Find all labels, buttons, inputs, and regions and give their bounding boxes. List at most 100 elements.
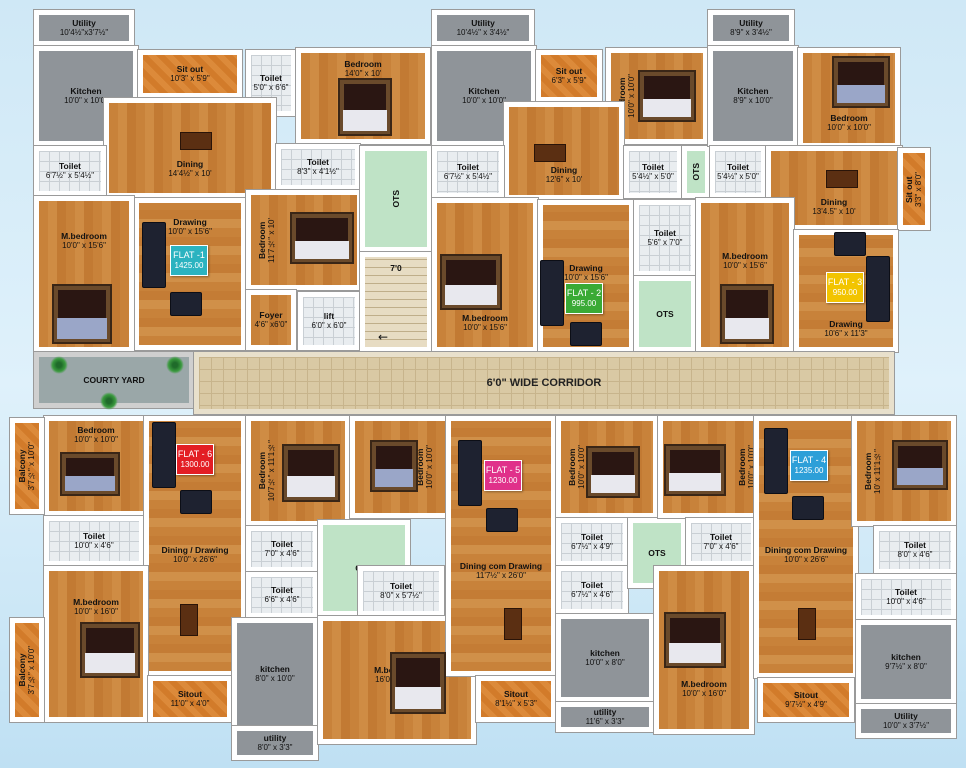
room-name: Foyer [259, 310, 283, 320]
room-dim: 7'0" x 4'6" [264, 549, 300, 558]
dining-table-icon [504, 608, 522, 640]
stair-width: 7'0 [390, 263, 402, 273]
toilet-flat5-a: Toilet 8'0" x 5'7½" [358, 566, 444, 616]
toilet-flat2-c: Toilet 5'6" x 7'0" [634, 200, 696, 276]
room-dim: 10'6" x 11'3" [824, 329, 868, 338]
room-name: Bedroom [737, 448, 747, 486]
room-dim: 10'4½" x 3'4½" [456, 28, 510, 37]
balcony-flat6-top: Balcony 3'7½" x 10'0" [10, 418, 44, 514]
room-dim: 3'3" x 8'0" [914, 171, 923, 207]
toilet-flat1-b: Toilet 6'7½" x 5'4½" [34, 146, 106, 196]
balcony-flat6-bottom: Balcony 3'7½" x 10'0" [10, 618, 44, 722]
sofa-icon [792, 496, 824, 520]
room-dim: 10'0" x 8'0" [585, 658, 625, 667]
utility-flat3: Utility 8'9" x 3'4½" [708, 10, 794, 46]
lift: lift 6'0" x 6'0" [298, 292, 360, 350]
bed-icon [638, 70, 696, 122]
toilet-flat2-a: Toilet 6'7½" x 5'4½" [432, 146, 504, 198]
room-dim: 6'7½" x 4'6" [571, 590, 613, 599]
room-dim: 8'0" x 4'6" [897, 550, 933, 559]
flat-badge-5[interactable]: FLAT - 5 1230.00 [484, 460, 522, 491]
room-dim: 8'1½" x 5'3" [495, 699, 537, 708]
sofa-icon [866, 256, 890, 322]
bed-icon [80, 622, 140, 678]
flat-name: FLAT - 4 [791, 455, 827, 465]
foyer-flat1: Foyer 4'6" x6'0" [246, 290, 296, 350]
bed-icon [664, 612, 726, 668]
corridor: 6'0" WIDE CORRIDOR [194, 352, 894, 414]
room-dim: 8'0" x 10'0" [255, 674, 295, 683]
room-name: Toilet [456, 162, 480, 172]
room-dim: 6'7½" x 4'9" [571, 542, 613, 551]
room-dim: 6'6" x 4'6" [264, 595, 300, 604]
room-name: Toilet [306, 157, 330, 167]
kitchen-flat3: Kitchen 8'9" x 10'0" [708, 46, 798, 146]
toilet-flat5-c: Toilet 6'7½" x 4'6" [556, 566, 628, 614]
room-dim: 10'0" x 3'7½" [882, 721, 930, 730]
utility-flat4: Utility 10'0" x 3'7½" [856, 704, 956, 738]
utility-flat1: Utility 10'4½"x3'7½" [34, 10, 134, 46]
sitout-flat3: Sit out 3'3" x 8'0" [898, 148, 930, 230]
stair-arrow-icon: ← [378, 330, 389, 344]
palm-tree-icon [166, 356, 184, 374]
dining-table-icon [534, 144, 566, 162]
bed-icon [338, 78, 392, 136]
corridor-label: 6'0" WIDE CORRIDOR [486, 377, 602, 389]
flat-name: FLAT - 5 [485, 465, 521, 475]
toilet-flat4-a: Toilet 7'0" x 4'6" [686, 518, 756, 566]
sofa-icon [180, 490, 212, 514]
sofa-icon [458, 440, 482, 506]
flat-name: FLAT - 6 [177, 449, 213, 459]
room-name: Toilet [58, 161, 82, 171]
room-dim: 12'6" x 10' [545, 175, 583, 184]
room-name: Toilet [270, 539, 294, 549]
room-dim: 10'0" x 4'6" [886, 597, 926, 606]
flat-badge-3[interactable]: FLAT - 3 950.00 [826, 272, 864, 303]
room-dim: 10'0" x 15'6" [168, 227, 212, 236]
flat-badge-2[interactable]: FLAT - 2 995.00 [565, 283, 603, 314]
kitchen-flat4: kitchen 9'7½" x 8'0" [856, 620, 956, 704]
flat-name: FLAT - 2 [566, 288, 602, 298]
room-name: Toilet [641, 162, 665, 172]
room-name: Sitout [503, 689, 529, 699]
room-name: Utility [894, 711, 918, 721]
sitout-flat6: Sitout 11'0" x 4'0" [148, 676, 232, 722]
toilet-flat4-c: Toilet 10'0" x 4'6" [856, 574, 956, 620]
room-dim: 3'7½" x 10'0" [27, 441, 36, 491]
bed-icon [290, 212, 354, 264]
room-name: Dining / Drawing [161, 545, 229, 555]
room-dim: 8'9" x 3'4½" [730, 28, 772, 37]
sitout-flat2: Sit out 6'3" x 5'9" [536, 50, 602, 102]
room-name: Bedroom [257, 221, 267, 259]
bed-icon [390, 652, 446, 714]
room-dim: 9'7½" x 8'0" [885, 662, 927, 671]
kitchen-flat5: kitchen 10'0" x 8'0" [556, 614, 654, 702]
room-name: Kitchen [737, 86, 769, 96]
room-name: kitchen [891, 652, 921, 662]
room-name: Bedroom [830, 113, 868, 123]
room-dim: 11'7½" x 10' [267, 217, 276, 263]
flat-area: 1230.00 [488, 476, 518, 485]
room-name: Toilet [580, 532, 604, 542]
room-dim: 6'3" x 5'9" [551, 76, 587, 85]
room-dim: 10'7½" x 11'1½" [267, 440, 276, 502]
dining-table-icon [798, 608, 816, 640]
room-name: Toilet [270, 585, 294, 595]
room-name: Bedroom [257, 452, 267, 490]
room-dim: 14'4½" x 10' [168, 169, 212, 178]
bed-icon [282, 444, 340, 502]
room-dim: 8'0" x 3'3" [257, 743, 293, 752]
room-dim: 10'0" x 15'6" [463, 323, 507, 332]
bed-icon [440, 254, 502, 310]
flat-badge-4[interactable]: FLAT - 4 1235.00 [790, 450, 828, 481]
dining-table-icon [826, 170, 858, 188]
ots-top-center: OTS [360, 146, 432, 252]
flat-badge-1[interactable]: FLAT -1 1425.00 [170, 245, 208, 276]
room-name: Kitchen [70, 86, 102, 96]
kitchen-flat1: Kitchen 10'0" x 10'0" [34, 46, 138, 146]
room-name: Toilet [726, 162, 750, 172]
room-name: M.bedroom [462, 313, 508, 323]
flat-badge-6[interactable]: FLAT - 6 1300.00 [176, 444, 214, 475]
toilet-flat6-b: Toilet 7'0" x 4'6" [246, 526, 318, 572]
room-dim: 3'7½" x 10'0" [27, 645, 36, 695]
